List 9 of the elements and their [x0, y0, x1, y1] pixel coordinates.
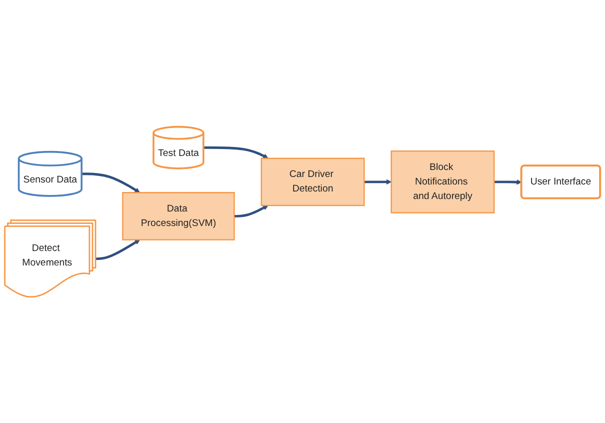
node-box: Data Processing(SVM) — [122, 192, 235, 240]
arrow — [96, 239, 140, 260]
node-box: Car Driver Detection — [260, 157, 365, 206]
arrow — [494, 179, 522, 184]
arrow — [364, 178, 392, 184]
node-box: Block Notifications and Autoreply — [390, 150, 495, 213]
arrow — [82, 172, 140, 192]
arrow — [203, 146, 268, 158]
arrow — [234, 204, 268, 218]
